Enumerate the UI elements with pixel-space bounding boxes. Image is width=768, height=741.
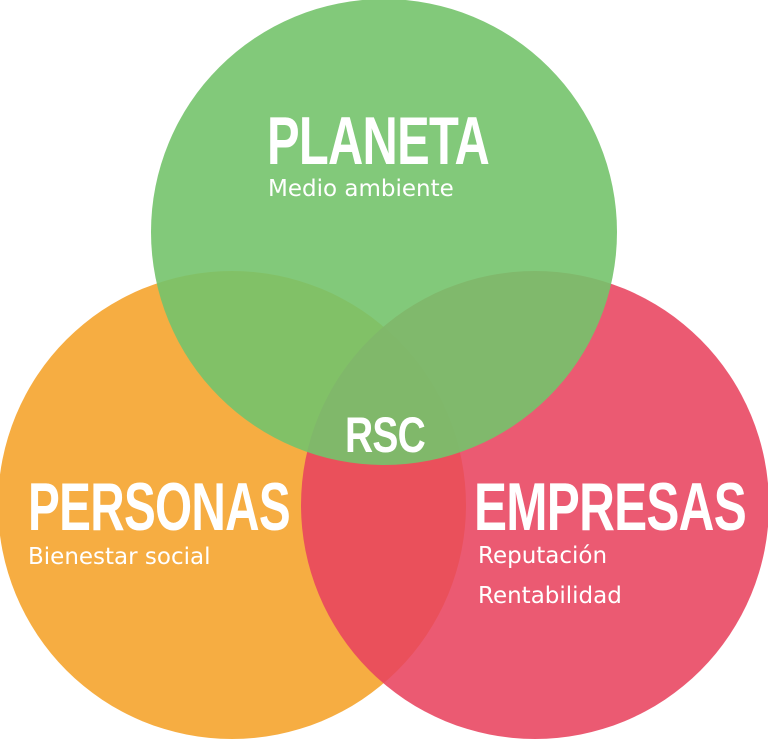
- planeta-subtitle: Medio ambiente: [268, 176, 454, 202]
- empresas-title: EMPRESAS: [474, 469, 746, 545]
- center-label-rsc: RSC: [345, 407, 425, 463]
- personas-subtitle: Bienestar social: [28, 544, 210, 570]
- empresas-subtitle-reputacion: Reputación: [478, 543, 607, 569]
- planeta-circle: [151, 0, 617, 465]
- empresas-subtitle-rentabilidad: Rentabilidad: [478, 583, 622, 609]
- personas-title: PERSONAS: [28, 469, 290, 545]
- planeta-title: PLANETA: [267, 103, 489, 179]
